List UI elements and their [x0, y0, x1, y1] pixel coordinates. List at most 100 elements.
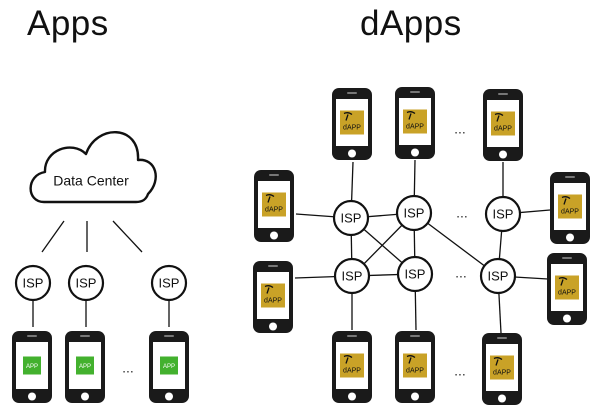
- home-button: [348, 392, 356, 401]
- isp-label: ISP: [76, 275, 97, 290]
- ellipsis: ...: [456, 205, 468, 221]
- phone-speaker: [565, 176, 575, 178]
- home-button: [411, 148, 419, 157]
- ellipsis: ...: [455, 265, 467, 281]
- isp-node: ISP: [332, 199, 370, 237]
- phone-speaker: [347, 335, 357, 337]
- isp-circle: [14, 264, 52, 302]
- home-button: [81, 392, 89, 401]
- isp-circle: [332, 199, 370, 237]
- dapp-phone: dAPP: [332, 331, 372, 403]
- dapp-phone: dAPP: [483, 89, 523, 161]
- isp-label: ISP: [159, 275, 180, 290]
- isp-node: ISP: [484, 195, 522, 233]
- home-button: [498, 394, 506, 403]
- pickaxe-icon: [406, 355, 416, 364]
- cloud-icon: Data Center: [29, 131, 157, 204]
- phone-speaker: [562, 257, 572, 259]
- isp-label: ISP: [342, 268, 363, 283]
- isp-circle: [484, 195, 522, 233]
- dapp-phone: dAPP: [332, 88, 372, 160]
- dapp-icon-label: dAPP: [561, 208, 579, 215]
- isp-label: ISP: [488, 268, 509, 283]
- dapp-phone: dAPP: [395, 87, 435, 159]
- isp-label: ISP: [404, 205, 425, 220]
- isp-label: ISP: [341, 210, 362, 225]
- isp-label: ISP: [405, 266, 426, 281]
- app-icon-label: APP: [79, 364, 91, 370]
- app-icon-label: APP: [163, 364, 175, 370]
- pickaxe-icon: [343, 112, 353, 121]
- phone-speaker: [27, 335, 37, 337]
- isp-circle: [67, 264, 105, 302]
- pickaxe-icon: [493, 357, 503, 366]
- dapps-title: dApps: [360, 4, 462, 43]
- isp-circle: [150, 264, 188, 302]
- phone-speaker: [269, 174, 279, 176]
- pickaxe-icon: [343, 355, 353, 364]
- dapp-phone: dAPP: [547, 253, 587, 325]
- dapp-icon-label: dAPP: [264, 297, 282, 304]
- isp-circle: [395, 194, 433, 232]
- dapp-phone: dAPP: [254, 170, 294, 242]
- app-phone: APP: [12, 331, 52, 403]
- phone-speaker: [347, 92, 357, 94]
- isp-label: ISP: [493, 206, 514, 221]
- app-icon-square: [23, 356, 41, 375]
- isp-node: ISP: [14, 264, 52, 302]
- isp-circle: [396, 255, 434, 293]
- home-button: [411, 392, 419, 401]
- ellipsis: ...: [122, 360, 134, 376]
- pickaxe-icon: [406, 111, 416, 120]
- home-button: [499, 150, 507, 159]
- cloud-outline: [29, 131, 157, 204]
- connection-line: [112, 220, 143, 253]
- dapp-icon-label: dAPP: [493, 369, 511, 376]
- isp-node: ISP: [395, 194, 433, 232]
- pickaxe-icon: [265, 194, 275, 203]
- dapp-phone: dAPP: [253, 261, 293, 333]
- app-phone: APP: [149, 331, 189, 403]
- dapp-phone: dAPP: [395, 331, 435, 403]
- home-button: [566, 233, 574, 242]
- dapp-phone: dAPP: [550, 172, 590, 244]
- ellipsis: ...: [454, 121, 466, 137]
- pickaxe-icon: [264, 285, 274, 294]
- isp-label: ISP: [23, 275, 44, 290]
- isp-node: ISP: [479, 257, 517, 295]
- phone-speaker: [268, 265, 278, 267]
- connection-line: [41, 220, 65, 253]
- home-button: [28, 392, 36, 401]
- phone-speaker: [80, 335, 90, 337]
- isp-circle: [333, 257, 371, 295]
- home-button: [269, 322, 277, 331]
- pickaxe-icon: [558, 277, 568, 286]
- app-phone: APP: [65, 331, 105, 403]
- dapp-icon-label: dAPP: [406, 367, 424, 374]
- data-center-label: Data Center: [53, 173, 129, 189]
- dapp-icon-label: dAPP: [265, 206, 283, 213]
- pickaxe-icon: [494, 113, 504, 122]
- isp-node: ISP: [396, 255, 434, 293]
- dapp-icon-label: dAPP: [558, 289, 576, 296]
- dapp-icon-label: dAPP: [343, 124, 361, 131]
- app-icon-square: [76, 356, 94, 375]
- dapp-phone: dAPP: [482, 333, 522, 405]
- home-button: [165, 392, 173, 401]
- phone-speaker: [410, 335, 420, 337]
- phone-speaker: [498, 93, 508, 95]
- home-button: [563, 314, 571, 323]
- dapp-icon-label: dAPP: [494, 125, 512, 132]
- dapp-icon-label: dAPP: [343, 367, 361, 374]
- dapp-icon-label: dAPP: [406, 123, 424, 130]
- apps-title: Apps: [27, 4, 109, 43]
- home-button: [270, 231, 278, 240]
- phone-speaker: [497, 337, 507, 339]
- ellipsis: ...: [454, 363, 466, 379]
- phone-speaker: [410, 91, 420, 93]
- app-icon-square: [160, 356, 178, 375]
- home-button: [348, 149, 356, 158]
- isp-circle: [479, 257, 517, 295]
